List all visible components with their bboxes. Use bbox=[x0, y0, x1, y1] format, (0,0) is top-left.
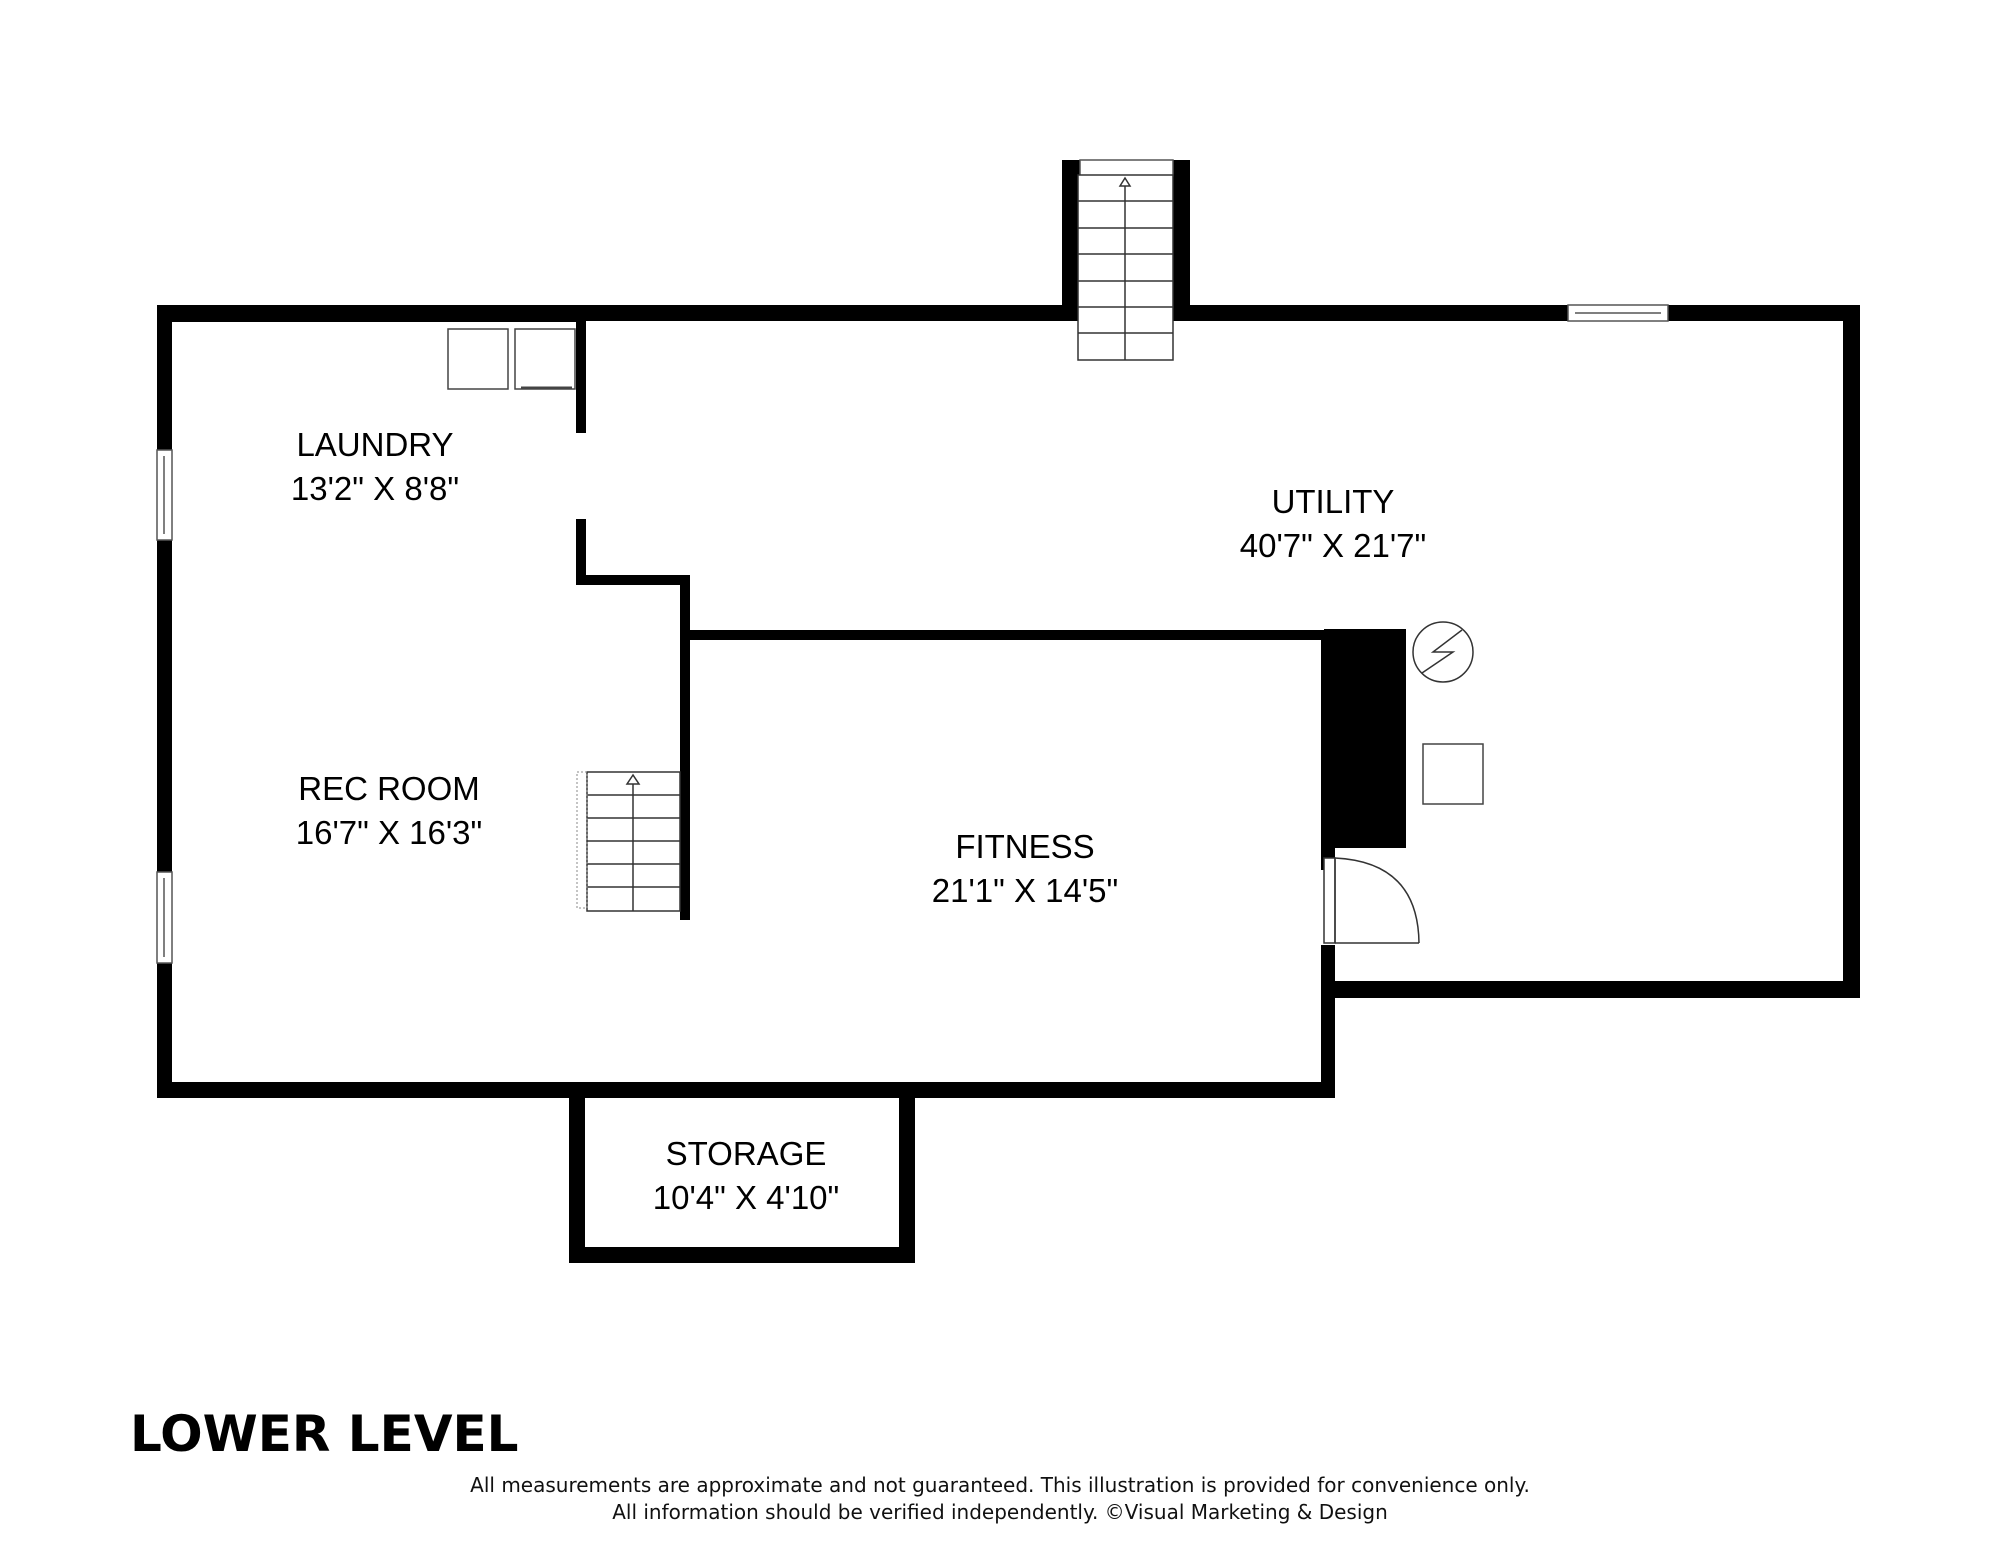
door-swing-icon bbox=[1323, 857, 1420, 944]
room-name: STORAGE bbox=[665, 1135, 827, 1172]
room-dimensions: 21'1" X 14'5" bbox=[931, 872, 1119, 909]
room-name: LAUNDRY bbox=[296, 426, 454, 463]
room-dimensions: 40'7" X 21'7" bbox=[1239, 527, 1427, 564]
room-dimensions: 10'4" X 4'10" bbox=[652, 1179, 840, 1216]
room-name: REC ROOM bbox=[298, 770, 480, 807]
room-name: FITNESS bbox=[955, 828, 1095, 865]
level-title: LOWER LEVEL bbox=[130, 1405, 519, 1463]
electrical-panel-icon bbox=[1412, 621, 1474, 683]
disclaimer-line-2: All information should be verified indep… bbox=[612, 1500, 1388, 1524]
room-label-laundry: LAUNDRY 13'2" X 8'8" bbox=[291, 423, 459, 511]
room-dimensions: 13'2" X 8'8" bbox=[290, 470, 460, 507]
disclaimer: All measurements are approximate and not… bbox=[0, 1472, 2000, 1526]
room-dimensions: 16'7" X 16'3" bbox=[295, 814, 483, 851]
room-label-utility: UTILITY 40'7" X 21'7" bbox=[1240, 480, 1427, 568]
room-label-fitness: FITNESS 21'1" X 14'5" bbox=[932, 825, 1119, 913]
window-icon bbox=[156, 159, 1669, 964]
water-heater-icon bbox=[1422, 743, 1484, 805]
washer-dryer-icon bbox=[447, 328, 576, 390]
disclaimer-line-1: All measurements are approximate and not… bbox=[470, 1473, 1530, 1497]
walls bbox=[157, 160, 1860, 1263]
room-label-storage: STORAGE 10'4" X 4'10" bbox=[653, 1132, 840, 1220]
stairs-up-icon bbox=[576, 771, 681, 912]
room-label-rec-room: REC ROOM 16'7" X 16'3" bbox=[296, 767, 483, 855]
room-name: UTILITY bbox=[1271, 483, 1395, 520]
stairs-up-icon bbox=[1077, 174, 1174, 361]
